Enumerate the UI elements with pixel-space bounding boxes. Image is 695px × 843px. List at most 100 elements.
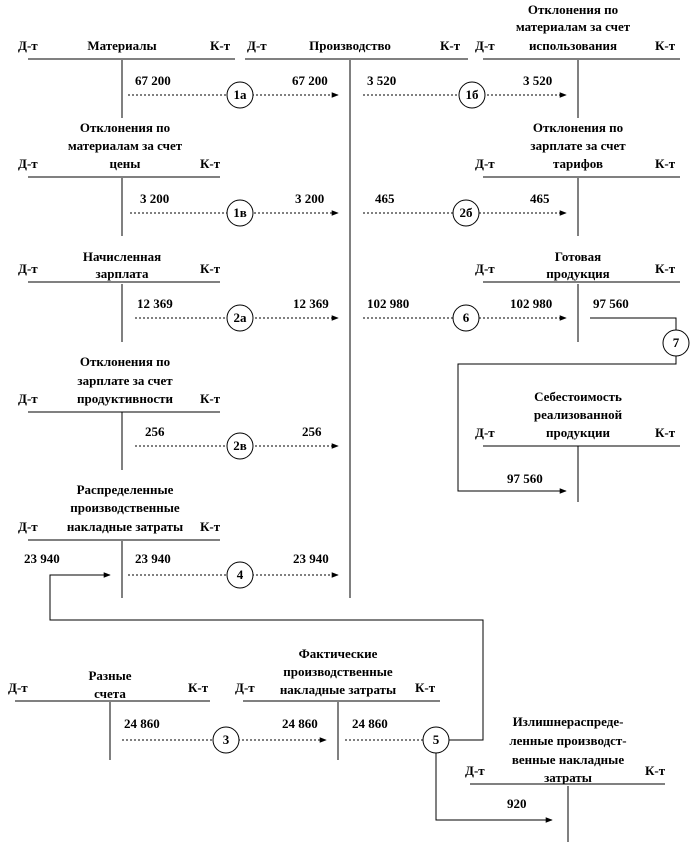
account-title: зарплате за счет <box>77 373 173 388</box>
credit-label: К-т <box>645 763 666 778</box>
entry-circle <box>226 81 254 109</box>
amount: 3 200 <box>140 191 169 206</box>
entry-number: 4 <box>237 567 244 582</box>
credit-label: К-т <box>655 156 676 171</box>
amount: 23 940 <box>293 551 329 566</box>
account-title: венные накладные <box>512 752 624 767</box>
credit-label: К-т <box>655 38 676 53</box>
account-title: продуктивности <box>77 391 173 406</box>
account-title: Отклонения по <box>533 120 623 135</box>
account-title: производственные <box>283 664 393 679</box>
credit-label: К-т <box>415 680 436 695</box>
entry-number: 6 <box>463 310 470 325</box>
entry-circle <box>662 329 690 357</box>
account-title: зарплате за счет <box>530 138 626 153</box>
amount: 256 <box>302 424 322 439</box>
account-title: реализованной <box>534 407 623 422</box>
credit-label: К-т <box>188 680 209 695</box>
debit-label: Д-т <box>18 261 38 276</box>
credit-label: К-т <box>200 156 221 171</box>
amount: 23 940 <box>24 551 60 566</box>
debit-label: Д-т <box>18 156 38 171</box>
account-title: Готовая <box>555 249 601 264</box>
credit-label: К-т <box>655 425 676 440</box>
account-title: цены <box>110 156 141 171</box>
account-title: Отклонения по <box>80 354 170 369</box>
account-title: тарифов <box>553 156 603 171</box>
debit-label: Д-т <box>247 38 267 53</box>
entry-circle <box>422 726 450 754</box>
amount: 465 <box>530 191 550 206</box>
entry-circle <box>452 304 480 332</box>
amount: 920 <box>507 796 527 811</box>
entry-circle <box>226 561 254 589</box>
account-title: накладные затраты <box>280 682 396 697</box>
entry-circle <box>226 432 254 460</box>
amount: 465 <box>375 191 395 206</box>
debit-label: Д-т <box>475 156 495 171</box>
credit-label: К-т <box>200 519 221 534</box>
entry-circle <box>226 199 254 227</box>
debit-label: Д-т <box>235 680 255 695</box>
entry-7-connector <box>590 317 677 330</box>
account-title: материалам за счет <box>516 19 631 34</box>
account-title: затраты <box>544 770 592 785</box>
amount: 24 860 <box>282 716 318 731</box>
credit-label: К-т <box>655 261 676 276</box>
entry-circle <box>212 726 240 754</box>
credit-label: К-т <box>200 261 221 276</box>
amount: 12 369 <box>137 296 173 311</box>
account-title: Материалы <box>87 38 156 53</box>
entry-5-loop-arrow <box>49 572 484 741</box>
account-title: Излишнераспреде- <box>513 714 624 729</box>
debit-label: Д-т <box>18 391 38 406</box>
entry-circle <box>458 81 486 109</box>
entry-number: 2а <box>234 310 248 325</box>
entry-number: 1б <box>466 87 480 102</box>
account-title: накладные затраты <box>67 519 183 534</box>
amount: 102 980 <box>367 296 409 311</box>
amount: 3 520 <box>367 73 396 88</box>
entry-7-arrow <box>457 356 677 494</box>
amount: 3 200 <box>295 191 324 206</box>
entry-circle <box>452 199 480 227</box>
account-title: производственные <box>70 500 180 515</box>
debit-label: Д-т <box>18 38 38 53</box>
entry-circle <box>226 304 254 332</box>
entry-number: 2в <box>233 438 247 453</box>
account-title: Распределенные <box>77 482 174 497</box>
amount: 102 980 <box>510 296 552 311</box>
account-title: использования <box>529 38 617 53</box>
amount: 97 560 <box>507 471 543 486</box>
entry-number: 3 <box>223 732 230 747</box>
entry-number: 1в <box>233 205 247 220</box>
account-title: Производство <box>309 38 391 53</box>
amount: 97 560 <box>593 296 629 311</box>
amount: 256 <box>145 424 165 439</box>
amount: 23 940 <box>135 551 171 566</box>
account-title: счета <box>94 686 126 701</box>
account-title: Фактические <box>299 646 378 661</box>
credit-label: К-т <box>210 38 231 53</box>
entry-number: 7 <box>673 335 680 350</box>
debit-label: Д-т <box>18 519 38 534</box>
amount: 67 200 <box>135 73 171 88</box>
entry-5-variance-arrow <box>435 753 553 823</box>
debit-label: Д-т <box>8 680 28 695</box>
account-title: продукции <box>546 425 610 440</box>
account-title: продукция <box>546 266 609 281</box>
credit-label: К-т <box>440 38 461 53</box>
account-title: Разные <box>88 668 131 683</box>
account-title: зарплата <box>96 266 149 281</box>
entry-number: 2б <box>460 205 474 220</box>
debit-label: Д-т <box>475 425 495 440</box>
amount: 12 369 <box>293 296 329 311</box>
credit-label: К-т <box>200 391 221 406</box>
entry-number: 5 <box>433 732 440 747</box>
account-title: ленные производст- <box>509 733 626 748</box>
account-title: Отклонения по <box>80 120 170 135</box>
account-title: Себестоимость <box>534 389 622 404</box>
debit-label: Д-т <box>465 763 485 778</box>
